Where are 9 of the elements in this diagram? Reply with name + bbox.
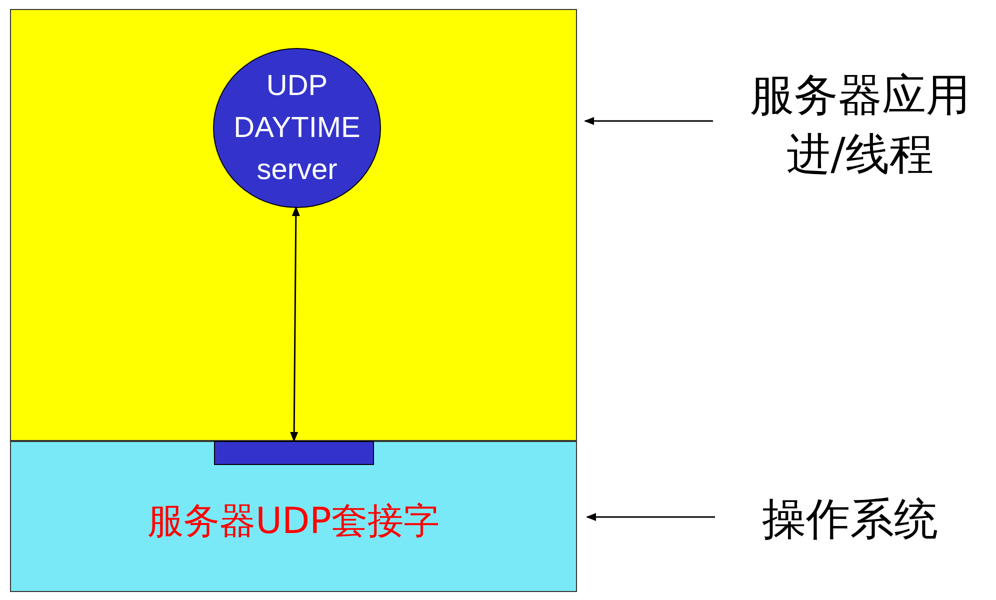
- layer-label: 服务器应用进/线程: [725, 65, 995, 185]
- layer-label: 操作系统: [740, 490, 960, 550]
- server-circle: UDP DAYTIME server: [213, 48, 381, 208]
- arrow: [586, 513, 715, 521]
- arrow: [584, 117, 713, 125]
- application-box: [10, 9, 577, 441]
- socket-label: 服务器UDP套接字: [148, 500, 440, 544]
- arrow: [290, 206, 300, 442]
- socket-bar: [214, 441, 374, 465]
